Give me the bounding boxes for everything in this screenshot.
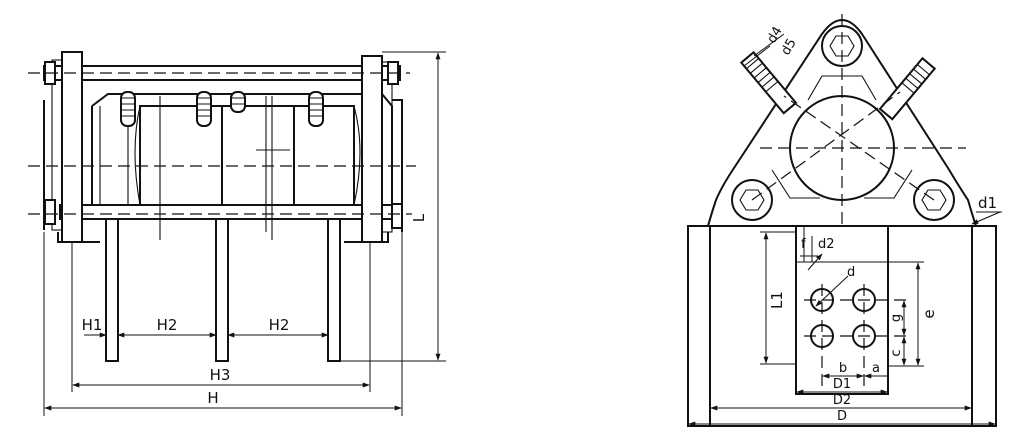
- label-D1: D1: [833, 377, 851, 392]
- terminal-plate: [795, 225, 889, 395]
- label-f: f: [801, 237, 806, 252]
- bolt-top: [821, 25, 863, 67]
- label-h2-right: H2: [269, 316, 290, 334]
- label-h: H: [207, 389, 218, 407]
- left-foot: [57, 232, 100, 243]
- label-l1: L1: [768, 291, 786, 309]
- drum-segment-2: [221, 105, 295, 206]
- leg-2: [215, 218, 229, 362]
- nut-bottom-left: [44, 199, 56, 225]
- terminal-stud-right: [878, 56, 937, 121]
- label-d: d: [847, 265, 855, 280]
- centerline-diagonal-2: [783, 95, 935, 201]
- label-e: e: [920, 309, 938, 318]
- leg-3: [327, 218, 341, 362]
- label-h1: H1: [82, 316, 103, 334]
- label-l: L: [410, 213, 428, 222]
- leader-d1: [971, 211, 1001, 225]
- centerline-diagonal-1: [751, 91, 901, 201]
- label-a: a: [872, 361, 880, 376]
- drum-segment-3: [293, 105, 355, 206]
- label-h3: H3: [210, 366, 231, 384]
- label-h2-left: H2: [157, 316, 178, 334]
- dimension-h1-h2: H1 H2 H2: [82, 316, 329, 338]
- label-d1: d1: [978, 194, 997, 212]
- label-d2: d2: [818, 237, 835, 252]
- label-d4: d4: [764, 24, 785, 46]
- label-g: g: [889, 314, 904, 322]
- leg-1: [105, 218, 119, 362]
- right-foot: [344, 232, 389, 243]
- leader-d4: [753, 33, 785, 57]
- label-c: c: [889, 349, 904, 356]
- dimension-h: H: [43, 232, 403, 416]
- dimension-h3: H3: [71, 242, 371, 392]
- terminal-stud-left: [739, 50, 798, 115]
- left-plate-flange: [51, 59, 63, 231]
- label-D: D: [837, 409, 847, 424]
- dimension-l: L: [340, 51, 446, 362]
- label-d5: d5: [778, 36, 799, 58]
- bottom-bar: [59, 204, 401, 220]
- label-D2: D2: [833, 393, 851, 408]
- top-bar: [43, 65, 401, 81]
- terminal-springs: [120, 91, 324, 127]
- triangle-plate: [706, 19, 978, 227]
- nut-bottom-right: [391, 203, 403, 229]
- housing: [43, 93, 403, 240]
- label-b: b: [839, 361, 847, 376]
- side-view: d4 d5 d1 f d2 d: [687, 14, 1002, 427]
- front-view: L H1 H2 H2 H3 H: [28, 51, 446, 416]
- leader-d5: [743, 45, 771, 67]
